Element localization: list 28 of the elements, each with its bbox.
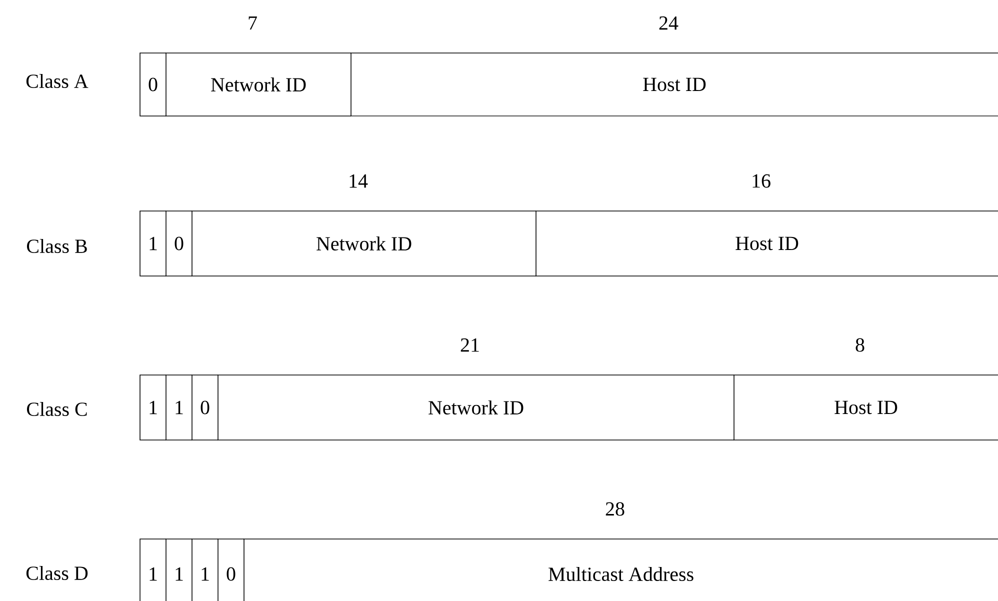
field-cell: 1 (192, 538, 218, 601)
bit-count: 24 (659, 16, 678, 30)
class-label: Class B (26, 238, 87, 254)
field-cell: 1 (140, 538, 166, 601)
field-cell: 0 (218, 538, 244, 601)
bit-count: 28 (606, 502, 624, 516)
bit-count: 21 (460, 338, 479, 352)
field-cell: Host ID (350, 52, 998, 116)
bit-count: 16 (752, 174, 770, 188)
class-label: Class C (26, 402, 87, 416)
field-cell: 1 (140, 374, 166, 440)
field-cell: 0 (192, 374, 218, 440)
field-cell: Host ID (536, 210, 998, 276)
field-cell: 1 (166, 374, 192, 440)
field-cell: 0 (166, 210, 192, 276)
field-cell: Multicast Address (244, 538, 998, 601)
field-cell: 0 (140, 52, 166, 116)
field-cell: Host ID (734, 374, 998, 440)
field-cell: Network ID (192, 210, 536, 276)
class-label: Class D (26, 566, 88, 580)
bit-count: 8 (856, 338, 864, 352)
field-cell: Network ID (166, 52, 352, 116)
field-cell: Network ID (218, 374, 734, 440)
bit-count: 14 (350, 174, 368, 188)
field-cell: 1 (140, 210, 166, 276)
class-label: Class A (26, 74, 88, 88)
field-cell: 1 (166, 538, 192, 601)
bit-count: 7 (248, 16, 257, 30)
